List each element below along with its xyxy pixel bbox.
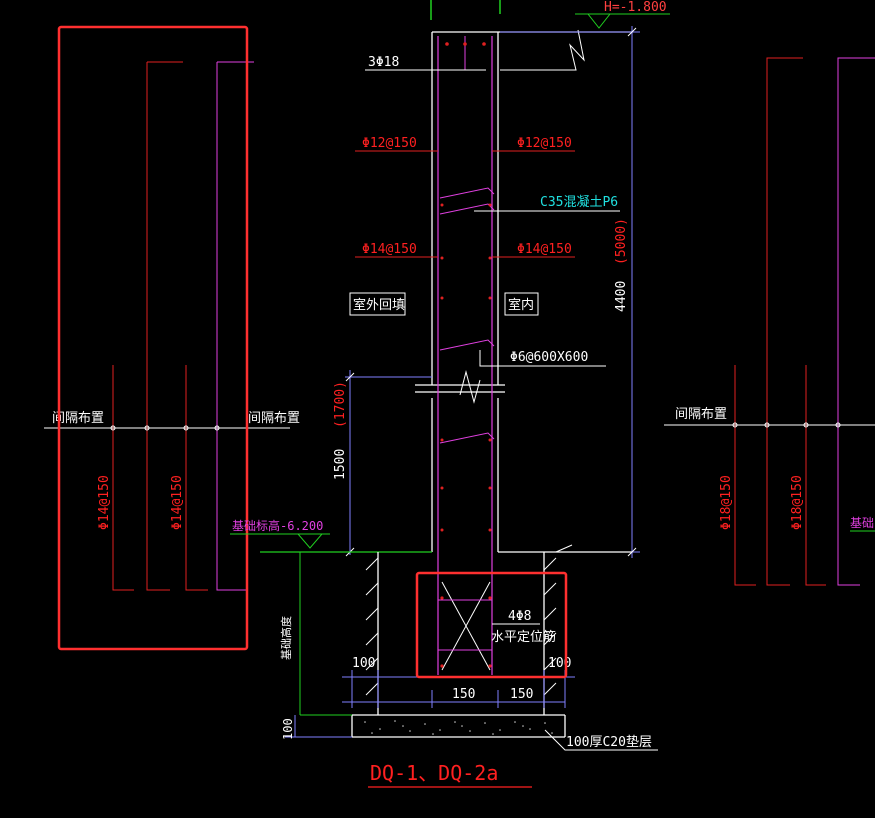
footing-highlight-box xyxy=(415,571,568,679)
left-rebar-label-b: Φ14@150 xyxy=(170,475,185,530)
right-mid-rebar-label: Φ14@150 xyxy=(517,242,572,257)
wall-section: H=-1.800 xyxy=(230,0,670,788)
left-mid-rebar-label: Φ14@150 xyxy=(362,242,417,257)
left-upper-rebar-label: Φ12@150 xyxy=(362,136,417,151)
right-spacing-label-left: 间隔布置 xyxy=(675,407,727,422)
right-upper-rebar-label: Φ12@150 xyxy=(517,136,572,151)
half-width-left-label: 150 xyxy=(452,687,475,702)
lower-height-label: 1500 xyxy=(333,449,348,480)
offset-right-label: 100 xyxy=(548,656,571,671)
right-rebar-label-a: Φ18@150 xyxy=(719,475,734,530)
outdoor-backfill-label: 室外回填 xyxy=(353,297,405,313)
left-spacing-label-right: 间隔布置 xyxy=(248,411,300,426)
offset-left-label: 100 xyxy=(352,656,375,671)
drawing-title: DQ-1、DQ-2a xyxy=(370,761,498,785)
tie-bars-label: Φ6@600X600 xyxy=(510,350,588,365)
left-rebar-detail: 间隔布置 间隔布置 Φ14@150 Φ14@150 xyxy=(44,25,300,651)
top-elevation-label: H=-1.800 xyxy=(604,0,667,15)
wall-height-alt-label: (5000) xyxy=(614,218,629,265)
cushion-thickness-label: 100 xyxy=(281,718,295,740)
indoor-label: 室内 xyxy=(508,297,534,313)
horizontal-locator-label: 水平定位筋 xyxy=(491,629,556,645)
cushion-layer-label: 100厚C20垫层 xyxy=(566,734,652,750)
right-rebar-detail: 间隔布置 Φ18@150 Φ18@150 基础 xyxy=(664,57,875,586)
concrete-grade-label: C35混凝土P6 xyxy=(540,194,618,210)
lower-height-alt-label: (1700) xyxy=(333,381,348,428)
left-spacing-label-left: 间隔布置 xyxy=(52,411,104,426)
right-rebar-label-b: Φ18@150 xyxy=(790,475,805,530)
top-bars-label: 3Φ18 xyxy=(368,55,399,70)
foundation-depth-label: 基础高度 xyxy=(279,616,293,660)
left-highlight-box xyxy=(57,25,249,651)
half-width-right-label: 150 xyxy=(510,687,533,702)
left-rebar-label-a: Φ14@150 xyxy=(97,475,112,530)
wall-height-label: 4400 xyxy=(614,281,629,312)
right-foundation-elevation-label: 基础 xyxy=(850,516,874,530)
footing-bars-label: 4Φ8 xyxy=(508,609,531,624)
foundation-elevation-label: 基础标高-6.200 xyxy=(232,518,323,533)
